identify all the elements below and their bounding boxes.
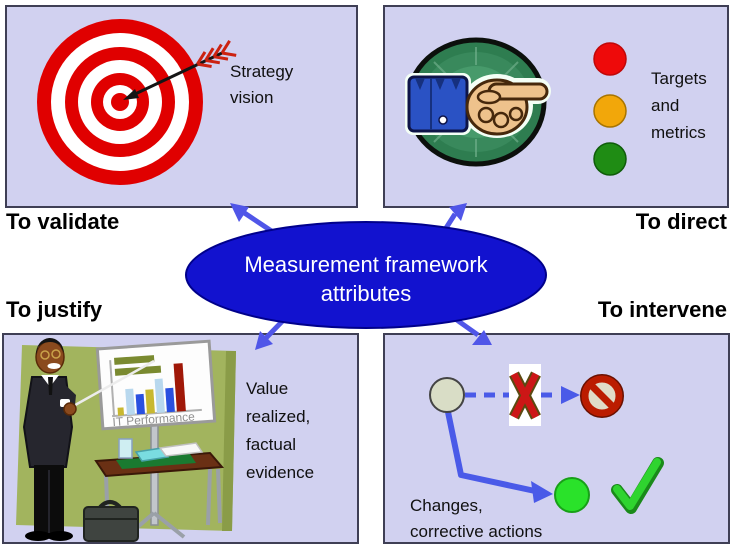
solid-path-arrowhead bbox=[531, 481, 553, 503]
quadrant-justify-box: IT Performance bbox=[2, 333, 359, 544]
pointer-stick bbox=[67, 359, 155, 411]
no-entry-icon bbox=[580, 374, 624, 418]
hub-arrows bbox=[241, 209, 480, 340]
start-node-icon bbox=[429, 377, 465, 413]
briefcase-icon bbox=[83, 500, 139, 542]
presenter-scene-icon: IT Performance bbox=[16, 337, 236, 542]
caption-value-evidence: Value realized, factual evidence bbox=[246, 379, 315, 482]
center-title-line2: attributes bbox=[321, 281, 412, 306]
direct-icons bbox=[405, 37, 627, 176]
board-title: IT Performance bbox=[112, 409, 196, 429]
quadrant-direct-box: Targets and metrics bbox=[383, 5, 729, 208]
green-light-icon bbox=[593, 142, 627, 176]
heading-to-validate: To validate bbox=[6, 209, 120, 234]
caption-corrective-actions: Changes, corrective actions bbox=[410, 496, 543, 541]
dashed-path-arrowhead bbox=[561, 386, 580, 404]
heading-to-direct: To direct bbox=[635, 209, 727, 234]
quadrant-validate-box: Strategy vision bbox=[5, 5, 358, 208]
checkmark-icon bbox=[611, 457, 664, 514]
solid-path bbox=[445, 411, 553, 503]
hub-arrowheads bbox=[230, 203, 492, 350]
bullseye-arrow-icon bbox=[37, 19, 237, 185]
heading-to-intervene: To intervene bbox=[597, 297, 727, 322]
amber-light-icon bbox=[593, 94, 627, 128]
whiteboard-chart-icon: IT Performance bbox=[95, 339, 217, 431]
red-light-icon bbox=[593, 42, 627, 76]
go-node-icon bbox=[554, 477, 590, 513]
traffic-lights-icon bbox=[593, 42, 627, 176]
intervene-flow-icon bbox=[429, 364, 664, 514]
red-x-icon bbox=[509, 371, 541, 420]
center-title-line1: Measurement framework bbox=[244, 252, 488, 277]
pointing-hand-icon bbox=[405, 37, 551, 167]
dart-arrow-icon bbox=[123, 40, 237, 100]
bullseye-icon bbox=[37, 19, 203, 185]
table-icon bbox=[94, 438, 225, 532]
quadrant-intervene-box: Changes, corrective actions bbox=[383, 333, 730, 544]
center-ellipse bbox=[185, 221, 547, 329]
heading-to-justify: To justify bbox=[6, 297, 103, 322]
caption-targets-metrics: Targets and metrics bbox=[651, 69, 707, 142]
presenter-person-icon bbox=[22, 337, 77, 541]
caption-strategy-vision: Strategy vision bbox=[230, 62, 294, 107]
